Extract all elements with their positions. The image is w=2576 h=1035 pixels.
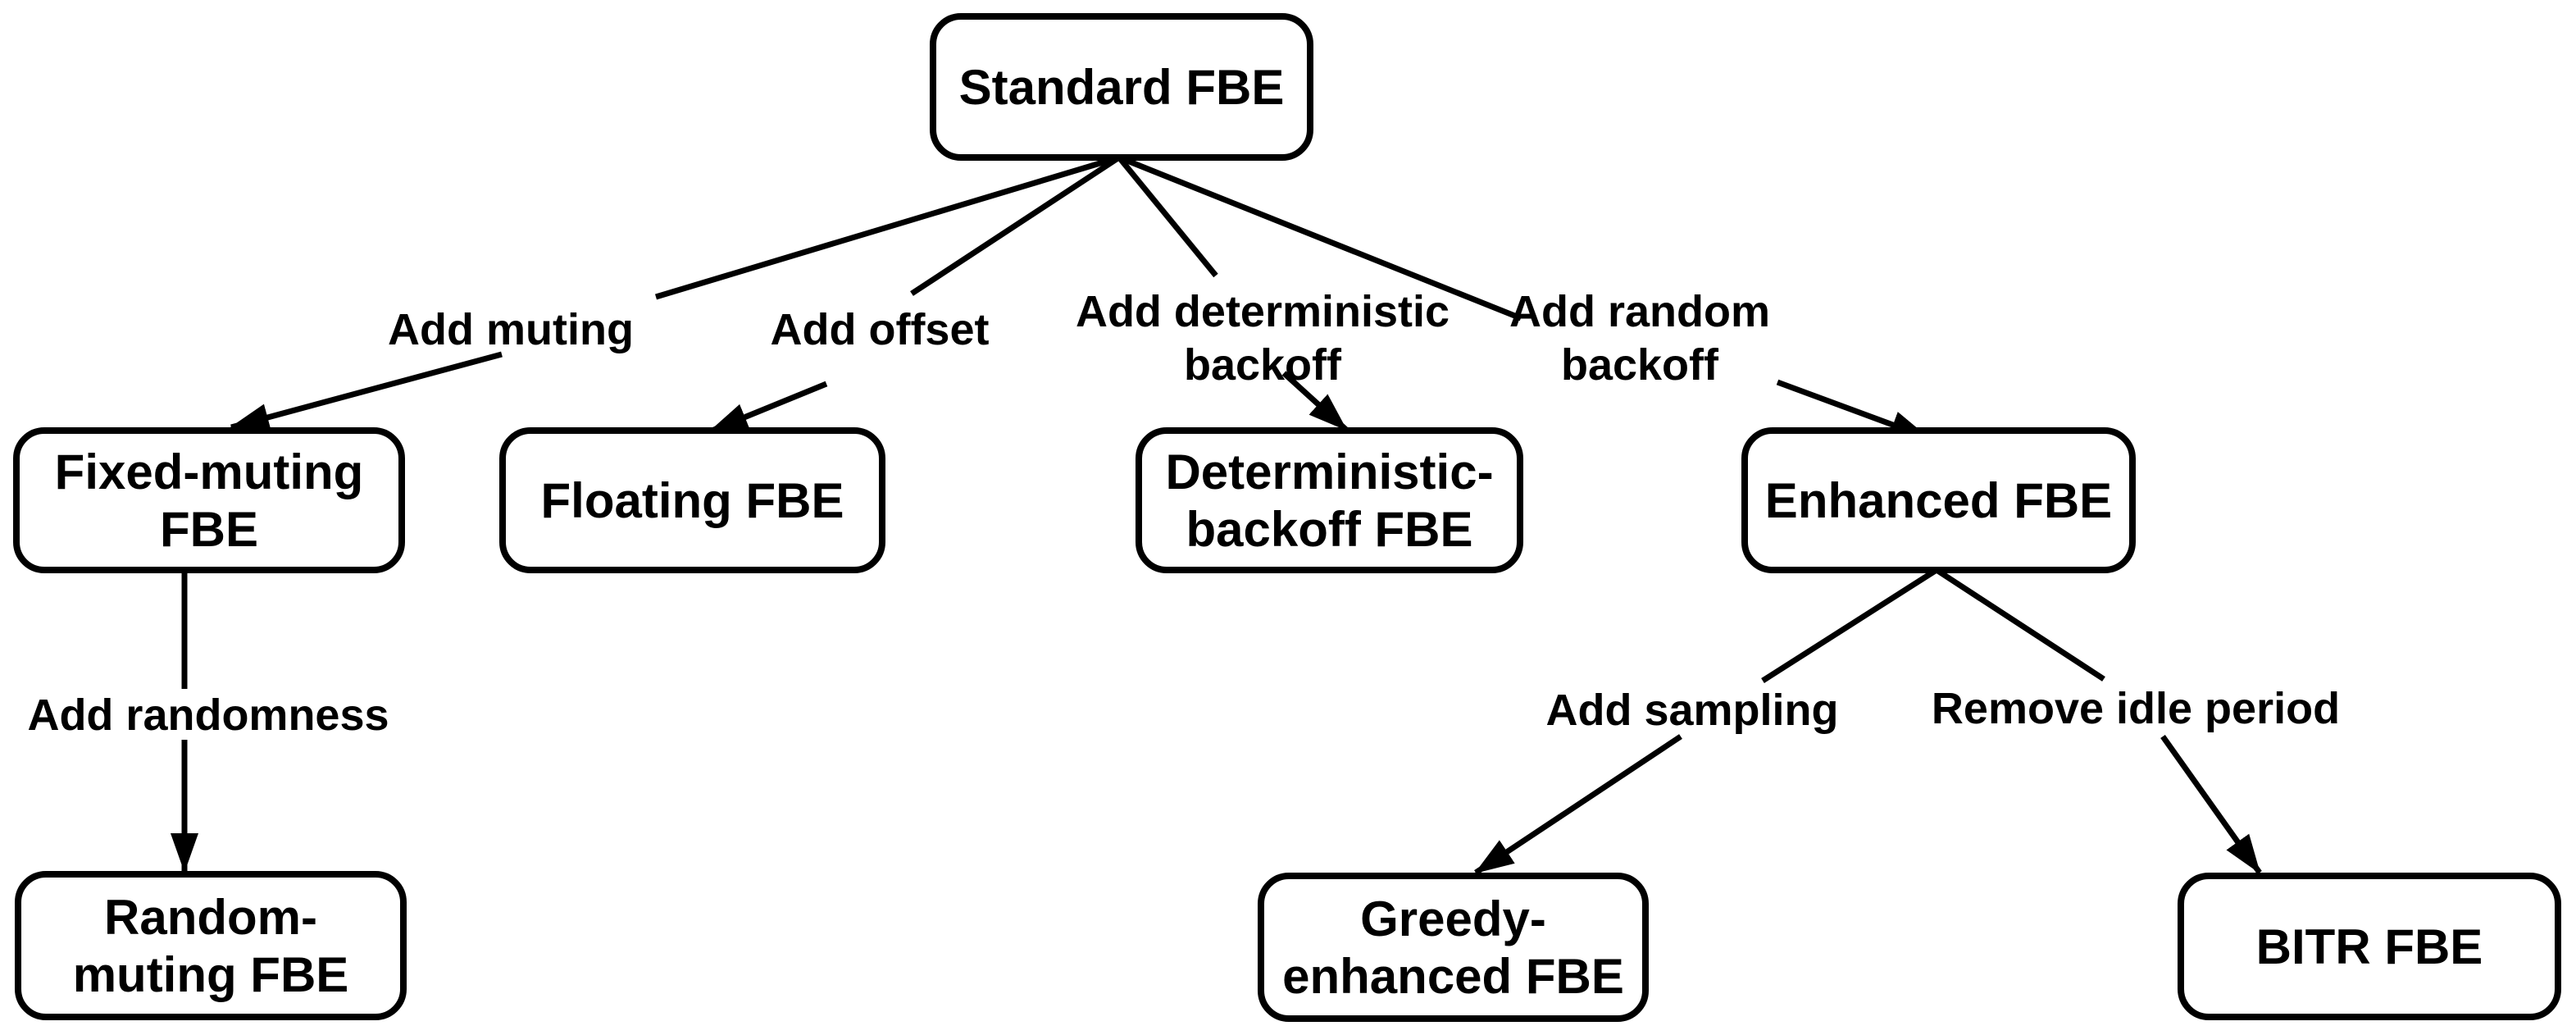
node-bitr-fbe-box [2178, 873, 2561, 1020]
node-fixed-muting-fbe-box [13, 427, 405, 573]
edge-standard-to-enhanced-segment [1117, 154, 1522, 321]
edge-enhanced-to-bitr-arrow-segment [2160, 734, 2262, 875]
node-bitr-fbe: BITR FBE [2178, 873, 2561, 1020]
node-deterministic-backoff-fbe-label: Deterministic-backoff FBE [1165, 445, 1493, 557]
edge-standard-to-deterministic [1117, 155, 1349, 432]
node-deterministic-backoff-fbe-box [1136, 427, 1523, 573]
node-enhanced-fbe-label: Enhanced FBE [1765, 473, 2112, 528]
node-floating-fbe: Floating FBE [499, 427, 885, 573]
edge-standard-to-deterministic-arrow-segment [1281, 371, 1349, 432]
node-greedy-enhanced-fbe-label: Greedy-enhanced FBE [1282, 891, 1624, 1004]
edge-label-add-muting: Add muting [388, 305, 634, 354]
edge-label-remove-idle-period: Remove idle period [1932, 684, 2340, 733]
edge-standard-to-fixed-muting [230, 154, 1121, 431]
edge-standard-to-fixed-muting-segment [654, 154, 1121, 300]
edge-standard-to-floating-segment [910, 155, 1121, 296]
edge-label-add-offset: Add offset [771, 305, 990, 354]
node-random-muting-fbe-box [15, 871, 407, 1020]
node-standard-fbe-label: Standard FBE [959, 60, 1285, 115]
node-random-muting-fbe: Random-muting FBE [15, 871, 407, 1020]
edge-standard-to-floating-arrow-segment [708, 381, 828, 435]
node-greedy-enhanced-fbe: Greedy-enhanced FBE [1258, 873, 1649, 1022]
node-bitr-fbe-label: BITR FBE [2256, 919, 2483, 974]
edge-enhanced-to-bitr-segment [1935, 568, 2105, 682]
edge-enhanced-to-greedy [1474, 568, 1938, 875]
edges-layer [171, 154, 2262, 875]
edge-standard-to-deterministic-segment [1117, 155, 1218, 278]
node-standard-fbe: Standard FBE [930, 13, 1313, 161]
edge-label-add-sampling: Add sampling [1545, 686, 1838, 735]
node-floating-fbe-box [499, 427, 885, 573]
edge-enhanced-to-greedy-segment [1761, 568, 1938, 683]
edge-label-add-randomness: Add randomness [27, 691, 389, 740]
node-enhanced-fbe-box [1741, 427, 2136, 573]
node-standard-fbe-box [930, 13, 1313, 161]
edge-standard-to-fixed-muting-arrow-segment [230, 351, 503, 431]
node-floating-fbe-label: Floating FBE [541, 473, 844, 528]
edge-standard-to-floating [708, 155, 1121, 435]
node-greedy-enhanced-fbe-box [1258, 873, 1649, 1022]
edge-enhanced-to-bitr [1935, 568, 2262, 875]
node-deterministic-backoff-fbe: Deterministic-backoff FBE [1136, 427, 1523, 573]
node-enhanced-fbe: Enhanced FBE [1741, 427, 2136, 573]
edge-enhanced-to-greedy-arrow-segment [1474, 734, 1682, 875]
node-random-muting-fbe-label: Random-muting FBE [73, 890, 349, 1002]
